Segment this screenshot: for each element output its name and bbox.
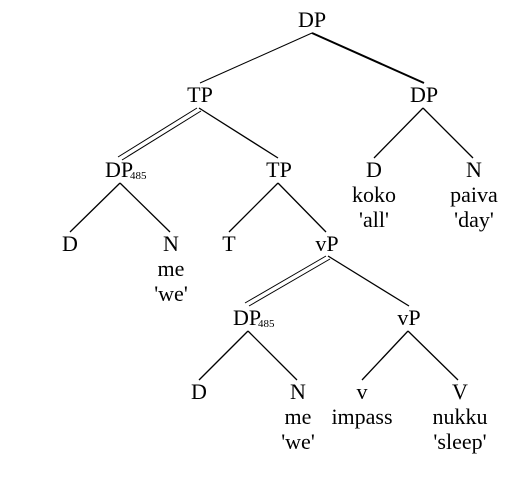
node-dp-subject-index: 485: [130, 170, 147, 182]
node-dp-subject: DP: [104, 157, 134, 182]
gloss-we-subject: 'we': [154, 281, 188, 306]
branch-tp-dp-subject-b: [121, 110, 202, 161]
node-tp-lower: TP: [266, 157, 292, 182]
branch-root-dp-right: [311, 32, 425, 84]
branch-dp-right-d: [373, 107, 424, 159]
branch-tp-lower-vp: [277, 182, 327, 233]
gloss-sleep: 'sleep': [433, 429, 487, 454]
node-v-head: v: [356, 379, 368, 404]
branch-root-tp: [199, 32, 313, 84]
node-dp-trace-index: 485: [258, 318, 275, 330]
branch-vp-vp-lower: [327, 255, 410, 307]
node-d-trace: D: [191, 379, 207, 404]
gloss-day: 'day': [454, 207, 494, 232]
node-n-subject: N: [163, 231, 179, 256]
word-me-subject: me: [157, 256, 185, 281]
gloss-all: 'all': [359, 207, 389, 232]
branch-vp-lower-verb: [407, 330, 459, 381]
branch-dp-trace-d: [198, 330, 249, 381]
branch-tp-tp-lower: [198, 107, 279, 159]
gloss-we-trace: 'we': [281, 429, 315, 454]
word-me-trace: me: [284, 404, 312, 429]
node-d-subject: D: [62, 231, 78, 256]
node-t-head: T: [222, 231, 236, 256]
branch-tp-dp-subject-a: [117, 107, 198, 158]
branch-tp-lower-t: [228, 182, 279, 233]
word-koko: koko: [352, 182, 396, 207]
node-n-right: N: [466, 157, 482, 182]
node-d-right: D: [366, 157, 382, 182]
node-tp-upper: TP: [187, 82, 213, 107]
node-dp-right: DP: [409, 82, 439, 107]
branch-dp-subject-n: [119, 182, 171, 233]
node-n-trace: N: [290, 379, 306, 404]
node-dp-root: DP: [297, 7, 327, 32]
branch-vp-lower-v: [361, 330, 409, 381]
node-verb: V: [452, 379, 468, 404]
branch-dp-trace-n: [247, 330, 298, 381]
node-vp-upper: vP: [315, 231, 339, 256]
branch-dp-right-n: [422, 107, 474, 159]
branch-vp-dp-trace-b: [248, 258, 331, 307]
node-dp-trace: DP: [232, 305, 262, 330]
node-vp-lower: vP: [397, 305, 421, 330]
word-impass: impass: [331, 404, 393, 429]
branch-dp-subject-d: [69, 182, 121, 233]
word-paiva: paiva: [450, 182, 498, 207]
word-nukku: nukku: [432, 404, 488, 429]
branch-vp-dp-trace-a: [244, 255, 327, 304]
